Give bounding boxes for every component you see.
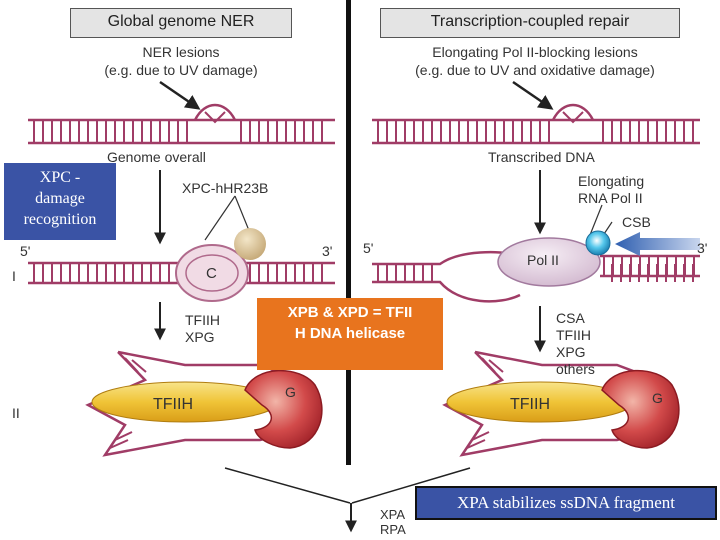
tfiih-right-label: TFIIH: [510, 396, 550, 413]
base-pair-rung: [114, 431, 133, 441]
xpc-c-label: C: [206, 265, 217, 282]
xpc-hhr23b-label: XPC-hHR23B: [182, 180, 269, 196]
g-left-label: G: [285, 384, 296, 400]
tc-lesions-label: Elongating Pol II-blocking lesions: [432, 44, 638, 60]
panel-divider: [346, 0, 351, 465]
lesion-arrow: [512, 80, 554, 110]
xpg-left: [244, 369, 323, 449]
hhr23b-sphere: [234, 228, 266, 260]
header-transcription-coupled-repair: Transcription-coupled repair: [380, 8, 680, 38]
base-pair-rung: [466, 439, 486, 449]
transcribed-dna-label: Transcribed DNA: [488, 149, 595, 165]
tfiih-xpg-label-2: XPG: [185, 329, 215, 345]
dna-duplex-right-middle: [372, 250, 700, 303]
xpb-box-line-1: XPB & XPD = TFII: [287, 304, 413, 321]
base-pair-rung: [109, 439, 129, 449]
base-pair-rung: [488, 359, 504, 373]
dna-duplex-left-top: [28, 103, 335, 145]
pol-ii-complex: [497, 237, 601, 287]
tc-factor-2: TFIIH: [556, 327, 591, 343]
genome-overall-label: Genome overall: [107, 149, 206, 165]
base-pair-rung: [481, 357, 496, 373]
tc-factor-3: XPG: [556, 344, 586, 360]
xpg-right: [601, 369, 680, 449]
stage-one-label: I: [12, 268, 16, 284]
pol-ii-label: Pol II: [527, 252, 559, 268]
ner-lesions-label: NER lesions: [142, 44, 220, 60]
five-prime-left: 5': [20, 243, 31, 259]
five-prime-right: 5': [363, 240, 374, 256]
base-pair-rung: [124, 357, 139, 373]
tc-factor-1: CSA: [556, 310, 585, 326]
dna-duplex-right-top: [372, 103, 700, 145]
three-prime-right: 3': [697, 240, 708, 256]
three-prime-left: 3': [322, 243, 333, 259]
xpc-box-line-1: XPC -: [39, 169, 81, 186]
elongating-label-1: Elongating: [578, 173, 645, 189]
tfiih-xpg-label-1: TFIIH: [185, 312, 220, 328]
lesion-arrow: [159, 80, 201, 110]
ner-lesions-example: (e.g. due to UV damage): [104, 62, 258, 78]
xpc-complex: [175, 244, 249, 302]
base-pair-rung: [471, 431, 490, 441]
header-global-genome-ner: Global genome NER: [70, 8, 292, 38]
g-right-label: G: [652, 390, 663, 406]
xpa-label: XPA: [380, 507, 406, 522]
stage-two-label: II: [12, 405, 20, 421]
tc-lesions-example: (e.g. due to UV and oxidative damage): [415, 62, 655, 78]
xpc-box-line-2: damage: [35, 190, 85, 207]
rpa-label: RPA: [380, 522, 406, 537]
xpc-box-line-3: recognition: [23, 211, 97, 228]
tfiih-left-label: TFIIH: [153, 396, 193, 413]
csb-sphere: [585, 230, 611, 256]
elongating-label-2: RNA Pol II: [578, 190, 643, 206]
xpb-box-line-2: H DNA helicase: [294, 325, 406, 342]
tc-factor-4: others: [556, 361, 595, 377]
csb-label: CSB: [622, 214, 651, 230]
xpc-damage-recognition-box: XPC - damage recognition: [4, 163, 116, 240]
base-pair-rung: [131, 359, 147, 373]
xpb-xpd-helicase-box: XPB & XPD = TFII H DNA helicase: [257, 298, 443, 370]
csb-arrow: [615, 232, 700, 256]
xpa-stabilizes-box: XPA stabilizes ssDNA fragment: [415, 486, 717, 520]
